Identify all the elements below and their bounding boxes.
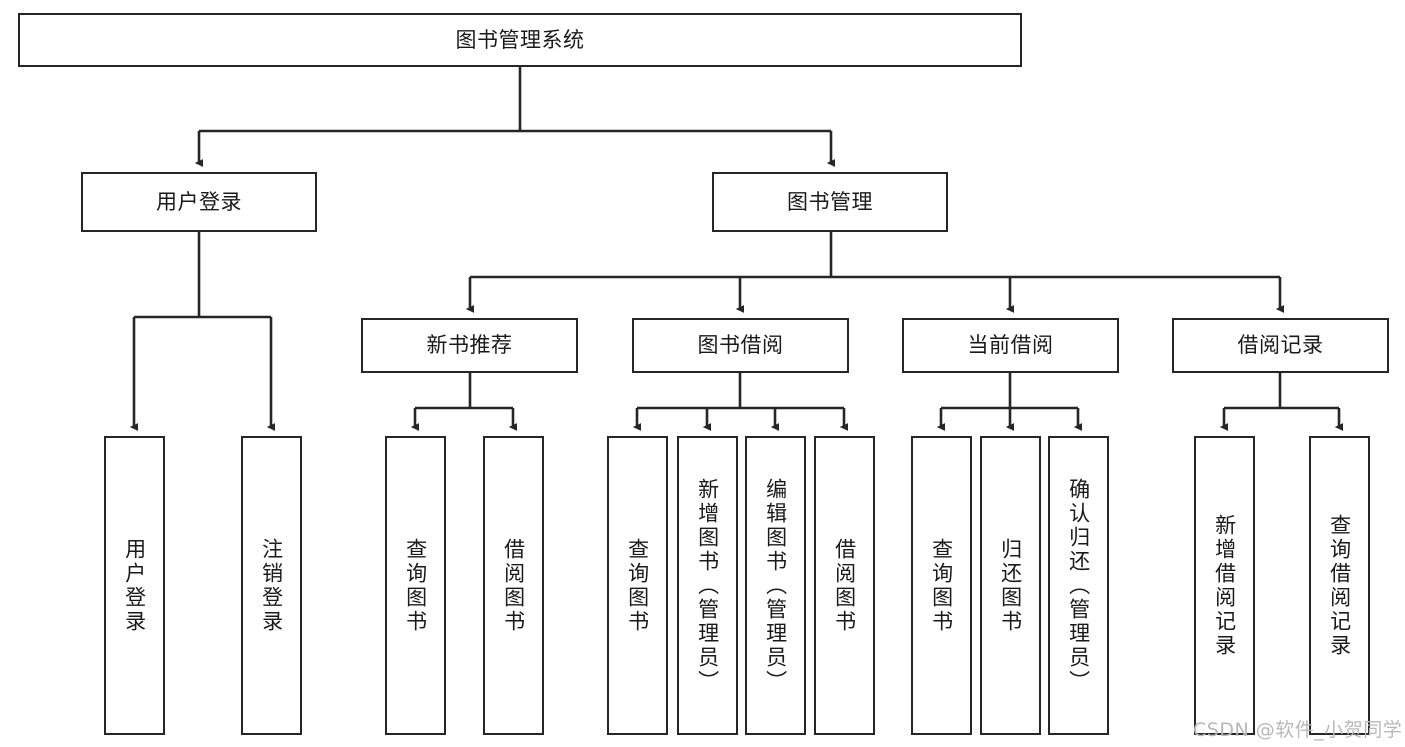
node-label: 图书借阅 [697,333,784,358]
node-label: 归还图书 [998,537,1023,634]
leaf-recommend-borrow-book[interactable]: 借阅图书 [483,436,544,735]
node-label: 图书管理系统 [455,27,585,52]
node-label: 查询图书 [403,537,428,634]
leaf-record-query-record[interactable]: 查询借阅记录 [1309,436,1370,735]
node-borrow-record[interactable]: 借阅记录 [1172,318,1389,373]
node-label: 图书管理 [787,189,873,214]
node-book-borrow[interactable]: 图书借阅 [632,318,849,373]
node-current-borrow[interactable]: 当前借阅 [902,318,1119,373]
node-label: 注销登录 [259,537,284,634]
node-label: 查询图书 [929,537,954,634]
node-book-management[interactable]: 图书管理 [712,172,948,232]
node-label: 借阅记录 [1237,333,1324,358]
node-label: 确认归还（管理员） [1066,477,1091,694]
node-label: 借阅图书 [501,537,526,634]
leaf-user-login-login[interactable]: 用户登录 [104,436,165,735]
leaf-borrow-query-book[interactable]: 查询图书 [607,436,668,735]
leaf-current-query-book[interactable]: 查询图书 [911,436,972,735]
leaf-borrow-borrow-book[interactable]: 借阅图书 [814,436,875,735]
leaf-borrow-edit-book-admin[interactable]: 编辑图书（管理员） [745,436,806,735]
leaf-recommend-query-book[interactable]: 查询图书 [385,436,446,735]
leaf-user-login-logout[interactable]: 注销登录 [241,436,302,735]
leaf-record-add-record[interactable]: 新增借阅记录 [1194,436,1255,735]
leaf-current-return-book[interactable]: 归还图书 [980,436,1041,735]
node-user-login[interactable]: 用户登录 [81,172,317,232]
node-label: 新增借阅记录 [1212,513,1237,658]
node-root-system[interactable]: 图书管理系统 [18,13,1022,67]
node-label: 新书推荐 [426,333,513,358]
node-label: 编辑图书（管理员） [763,477,788,694]
leaf-borrow-add-book-admin[interactable]: 新增图书（管理员） [677,436,738,735]
node-new-book-recommend[interactable]: 新书推荐 [361,318,578,373]
node-label: 查询图书 [625,537,650,634]
node-label: 用户登录 [122,537,147,634]
leaf-current-confirm-return-admin[interactable]: 确认归还（管理员） [1048,436,1109,735]
node-label: 新增图书（管理员） [695,477,720,694]
node-label: 借阅图书 [832,537,857,634]
node-label: 查询借阅记录 [1327,513,1352,658]
node-label: 用户登录 [156,189,242,214]
node-label: 当前借阅 [967,333,1054,358]
